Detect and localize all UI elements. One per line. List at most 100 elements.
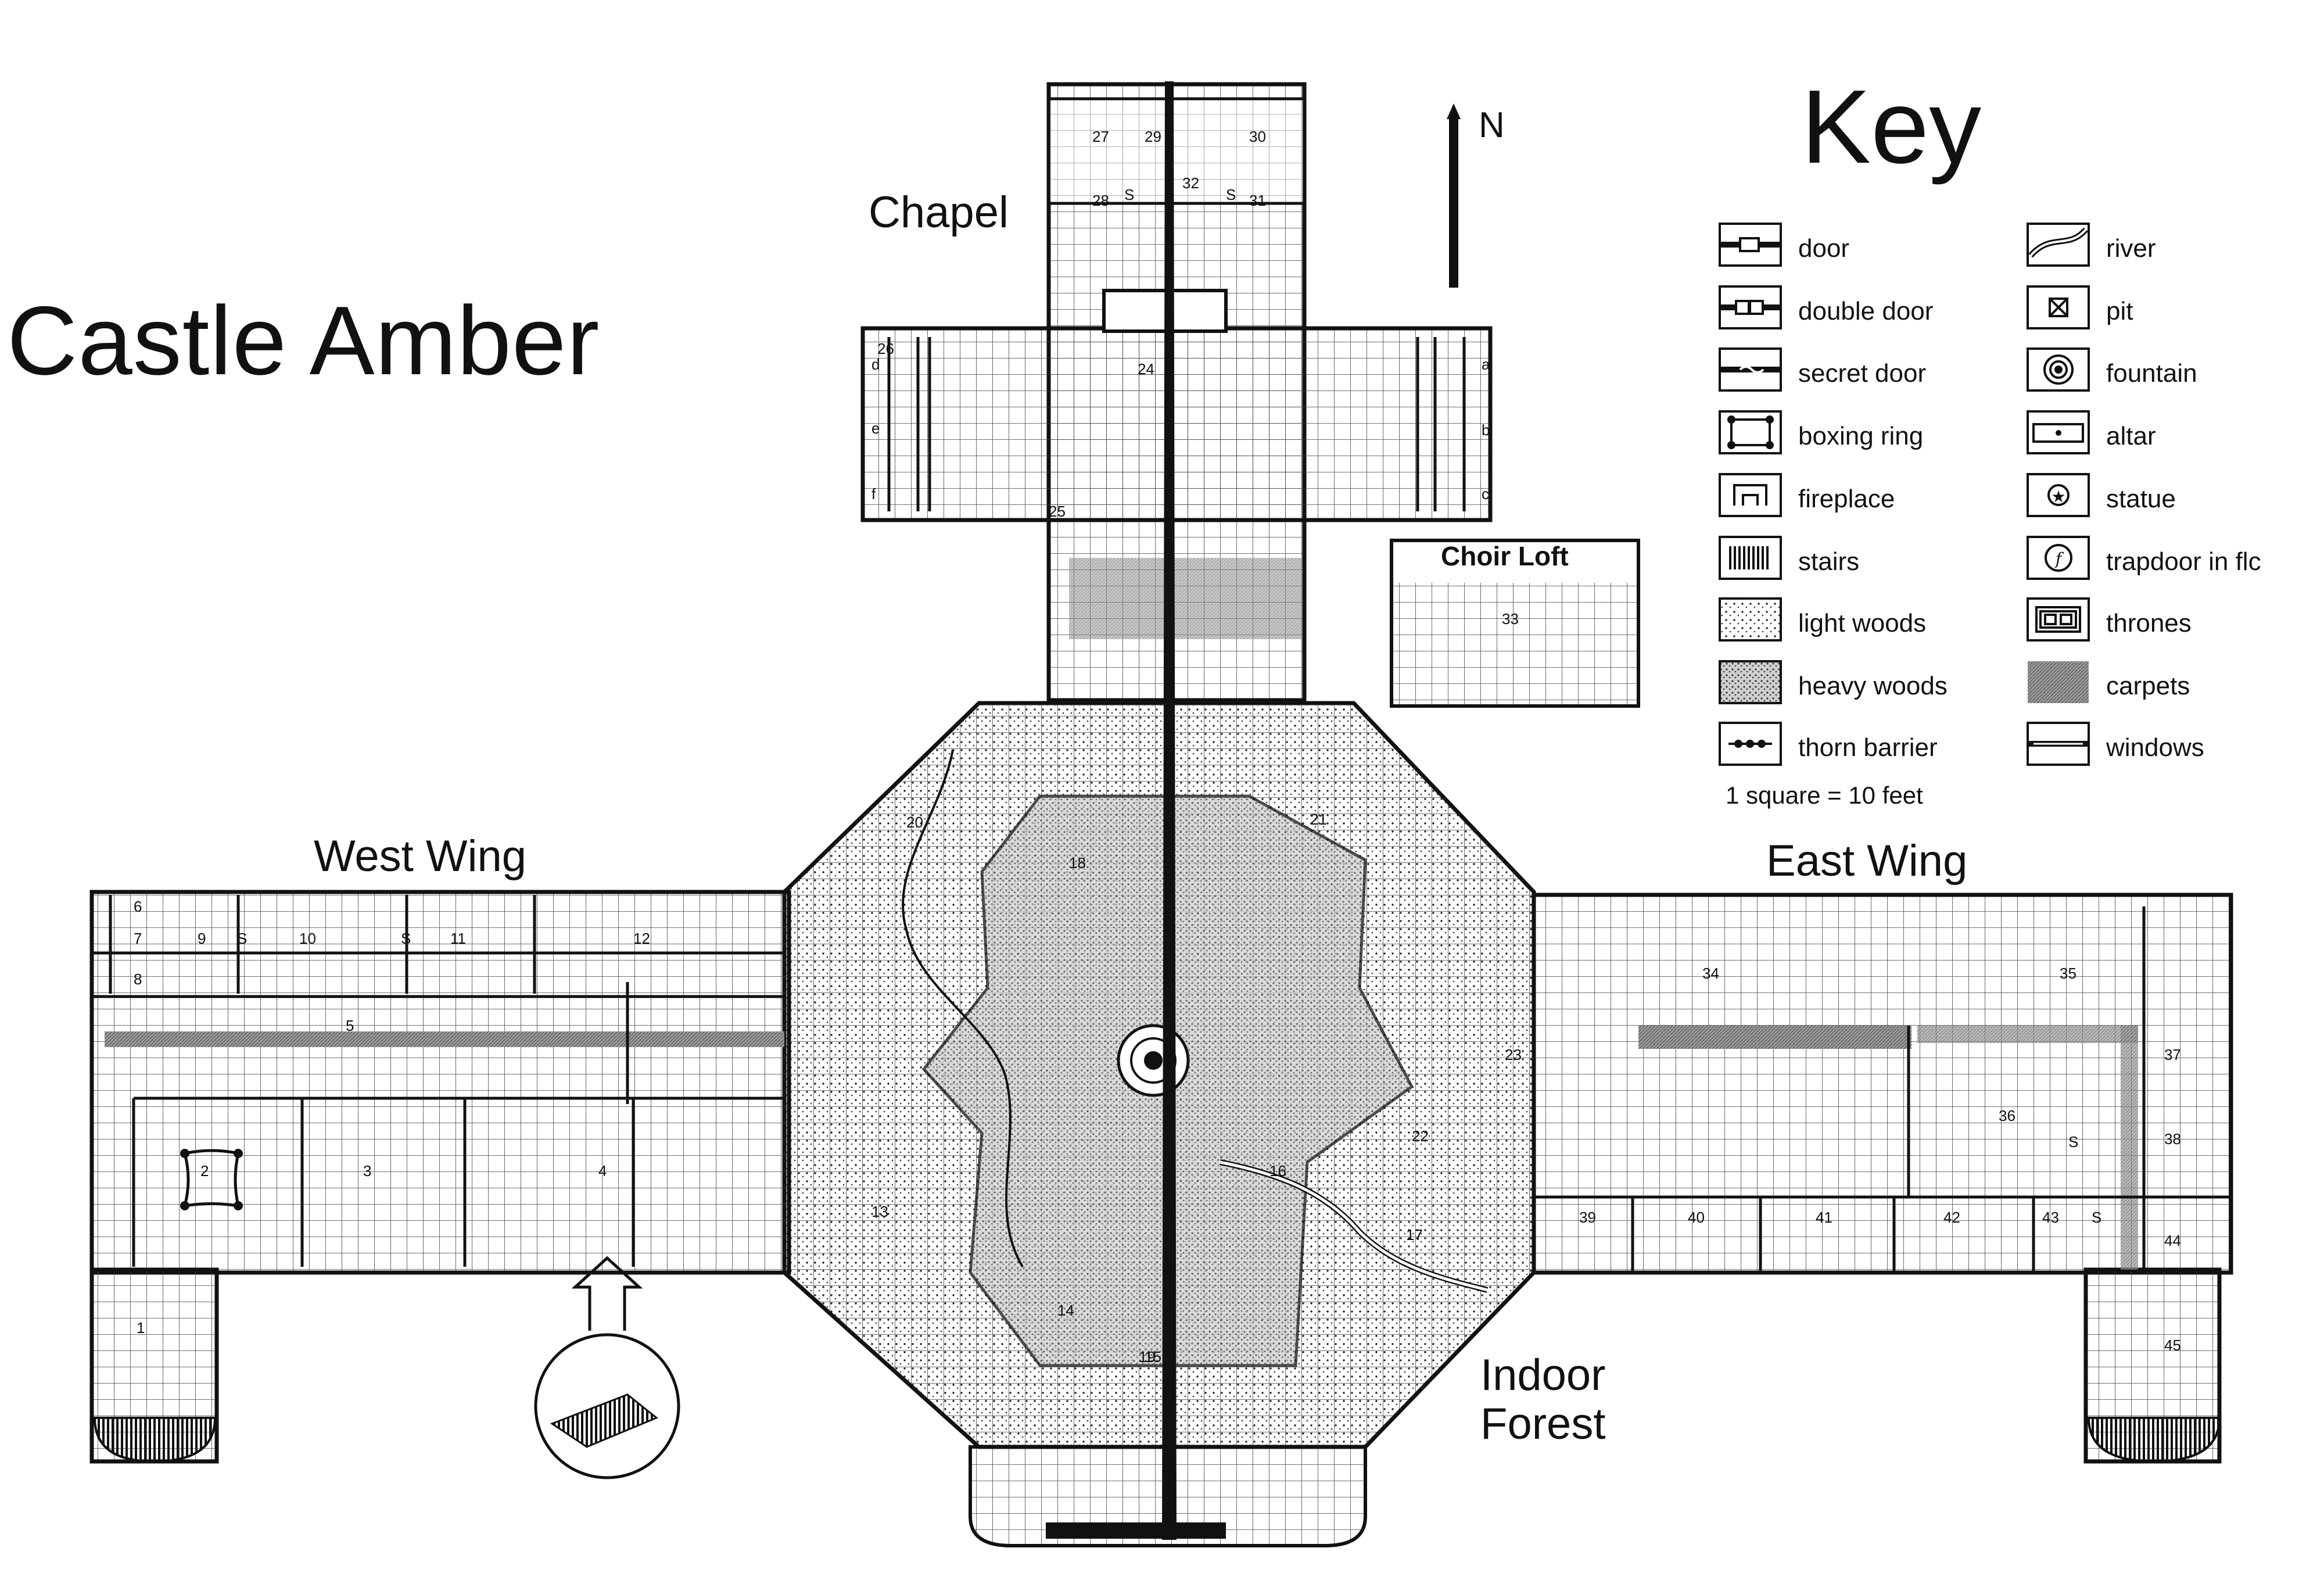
thrones-icon	[2027, 597, 2090, 642]
key-panel: ★ f	[1719, 223, 2090, 766]
secret-marker: S	[1124, 186, 1135, 203]
boxing-ring	[180, 1149, 243, 1210]
room-number: 9	[198, 930, 206, 947]
room-number: 30	[1249, 128, 1266, 145]
boxing-ring-icon	[1719, 410, 1782, 454]
room-number: 13	[871, 1203, 888, 1220]
trapdoor-icon: f	[2027, 536, 2090, 580]
room-number: 26	[877, 340, 894, 357]
room-number: 5	[346, 1017, 354, 1034]
room-letter: e	[871, 420, 880, 437]
north-arrow-icon	[1447, 103, 1461, 288]
room-number: 38	[2164, 1130, 2181, 1148]
indoor-forest-label: Indoor Forest	[1480, 1351, 1606, 1449]
room-number: 28	[1092, 192, 1109, 209]
key-label: trapdoor in flc	[2106, 547, 2261, 576]
room-number: 32	[1182, 174, 1199, 192]
room-number: 42	[1943, 1209, 1960, 1226]
fountain-center	[1117, 1024, 1190, 1097]
east-wing-area	[1532, 893, 2233, 1464]
room-number: 18	[1069, 854, 1086, 872]
key-label: thorn barrier	[1798, 733, 1938, 762]
double-door-icon	[1719, 285, 1782, 329]
key-label: door	[1798, 234, 1850, 263]
room-number: 8	[134, 970, 142, 988]
key-label: carpets	[2106, 672, 2190, 700]
room-number: 19	[1139, 1348, 1156, 1366]
pit-icon	[2027, 285, 2090, 329]
secret-door-icon	[1719, 347, 1782, 392]
room-number: 23	[1505, 1046, 1522, 1063]
secret-marker: S	[401, 930, 411, 947]
central-channel	[1162, 81, 1177, 1540]
key-scale: 1 square = 10 feet	[1726, 782, 1923, 809]
room-number: 17	[1406, 1226, 1423, 1244]
room-number: 7	[134, 930, 142, 947]
altar-icon	[2027, 410, 2090, 454]
room-letter: b	[1482, 421, 1490, 439]
svg-text:f: f	[2054, 549, 2064, 568]
room-letter: c	[1482, 485, 1489, 503]
indoor-forest-label-line2: Forest	[1480, 1399, 1606, 1449]
entrance-inset	[534, 1256, 680, 1479]
key-label: thrones	[2106, 609, 2192, 637]
room-number: 14	[1057, 1302, 1074, 1319]
thorn-barrier-icon	[1719, 722, 1782, 766]
room-number: 12	[633, 930, 650, 947]
key-label: secret door	[1798, 359, 1927, 388]
key-label: pit	[2106, 297, 2133, 325]
room-number: 22	[1412, 1127, 1429, 1145]
room-number: 27	[1092, 128, 1109, 145]
key-label: river	[2106, 234, 2156, 263]
stairs-icon	[1719, 536, 1782, 580]
room-number: 35	[2060, 965, 2076, 982]
room-number: 44	[2164, 1232, 2181, 1249]
key-label: double door	[1798, 297, 1934, 325]
chapel-label: Chapel	[869, 188, 1009, 237]
room-number: 15	[1145, 1348, 1161, 1366]
room-number: 39	[1579, 1209, 1596, 1226]
river-icon	[2027, 223, 2090, 267]
room-number: 25	[1049, 503, 1066, 520]
room-number: 3	[363, 1162, 372, 1180]
key-label: fireplace	[1798, 485, 1895, 513]
room-number: 33	[1502, 610, 1519, 628]
secret-marker: S	[2068, 1133, 2079, 1151]
room-number: 20	[906, 814, 923, 831]
key-label: light woods	[1798, 609, 1927, 637]
key-label: fountain	[2106, 359, 2197, 388]
key-label: windows	[2106, 733, 2204, 762]
room-number: 4	[598, 1162, 607, 1180]
svg-text:★: ★	[2051, 487, 2065, 506]
room-letter: a	[1482, 356, 1490, 373]
west-wing-label: West Wing	[314, 832, 527, 881]
room-number: 2	[200, 1162, 209, 1180]
room-number: 31	[1249, 192, 1266, 209]
indoor-forest-area	[782, 701, 1536, 1449]
fountain-icon	[2027, 347, 2090, 392]
room-number: 11	[450, 930, 466, 947]
room-number: 29	[1145, 128, 1161, 145]
room-number: 40	[1688, 1209, 1705, 1226]
room-number: 43	[2042, 1209, 2059, 1226]
room-number: 24	[1138, 360, 1154, 378]
east-wing-label: East Wing	[1766, 836, 1968, 886]
key-label: heavy woods	[1798, 672, 1948, 700]
statue-icon: ★	[2027, 473, 2090, 517]
room-number: 41	[1816, 1209, 1832, 1226]
key-label: stairs	[1798, 547, 1860, 576]
heavy-woods-icon	[1719, 660, 1782, 704]
room-number: 6	[134, 898, 142, 915]
secret-marker: S	[2092, 1209, 2102, 1226]
door-icon	[1719, 223, 1782, 267]
indoor-forest-label-line1: Indoor	[1480, 1350, 1606, 1400]
secret-marker: S	[1226, 186, 1236, 203]
room-letter: d	[871, 356, 880, 373]
windows-icon	[2027, 722, 2090, 766]
room-number: 1	[137, 1319, 145, 1336]
choir-loft-area	[1390, 539, 1640, 708]
key-title: Key	[1801, 69, 1982, 185]
fireplace-icon	[1719, 473, 1782, 517]
room-number: 45	[2164, 1336, 2181, 1354]
